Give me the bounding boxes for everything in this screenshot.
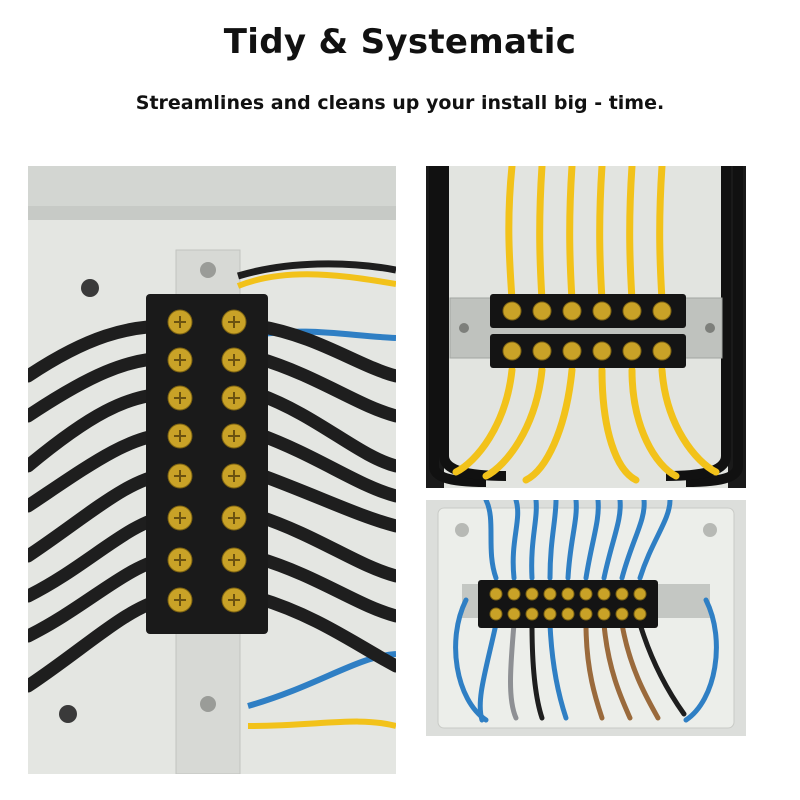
headline: Tidy & Systematic (223, 22, 577, 62)
photo-yellow-wires (426, 166, 746, 488)
subheadline: Streamlines and cleans up your install b… (135, 92, 665, 114)
photo-mixed-wires (426, 500, 746, 736)
photo-black-wires (28, 166, 396, 774)
